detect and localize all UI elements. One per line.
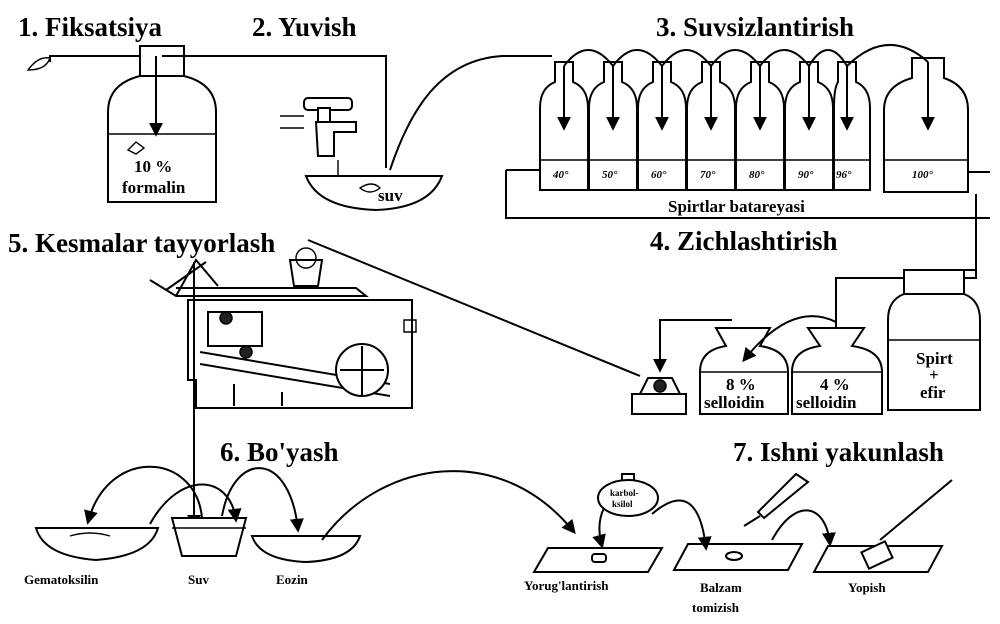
needle-icon [879,479,953,541]
step-2-title: 2. Yuvish [252,12,357,42]
flask-line-1: karbol- [610,488,639,498]
step-6-title: 6. Bo'yash [220,437,339,467]
alcohol-bottle-7: 96° [833,61,871,191]
alcohol-label-4: 70° [700,169,716,181]
alcohol-bottle-3: 60° [637,61,687,191]
jar1-name: selloidin [704,393,765,412]
alcohol-label-2: 50° [602,169,618,181]
alcohol-label-1: 40° [552,169,569,181]
pipette-icon [756,472,810,520]
gematoxylin-dish [34,527,160,562]
finish-label-3: Yopish [848,580,886,595]
jar1-percent: 8 % [726,375,756,394]
step-7-title: 7. Ishni yakunlash [733,437,944,467]
jar2-percent: 4 % [820,375,850,394]
formalin-bottle [107,45,217,203]
alcohol-label-7: 96° [836,169,852,181]
finishing-group: karbol- ksilol Yorug'lantirish Balzam to… [524,472,953,615]
dish-label-gematoksilin: Gematoksilin [24,572,99,587]
flask-line-2: ksilol [612,499,633,509]
embedding-group: Spirt + efir 8 % selloidin 4 % selloidin [631,194,981,415]
wash-bowl [304,175,444,212]
celloidin-jar-4: 4 % selloidin [791,327,883,415]
microtome-group [149,239,641,529]
finish-label-1: Yorug'lantirish [524,578,609,593]
tissue-block-icon [631,377,687,415]
fixation-liquid: formalin [122,178,186,197]
ether-bottle: Spirt + efir [887,269,981,411]
wash-bowl-label: suv [378,186,403,205]
alcohol-bottle-8: 100° [883,57,969,193]
jar2-name: selloidin [796,393,857,412]
battery-label: Spirtlar batareyasi [668,197,805,216]
water-dish [170,517,248,557]
fixation-group: 10 % formalin [26,45,387,203]
ether-line-1: Spirt [916,349,953,368]
step-4-title: 4. Zichlashtirish [650,226,838,256]
dish-label-suv: Suv [188,572,209,587]
finish-label-2a: Balzam [700,580,742,595]
celloidin-jar-8: 8 % selloidin [699,327,789,415]
alcohol-label-6: 90° [798,169,814,181]
dehydration-group: 40° 50° 60° 70° 80° [505,43,990,219]
alcohol-bottle-4: 70° [686,61,736,191]
step-5-title: 5. Kesmalar tayyorlash [8,228,275,258]
eosin-dish [250,535,362,564]
xylol-flask: karbol- ksilol [597,473,659,517]
dish-label-eozin: Eozin [276,572,309,587]
finish-label-2b: tomizish [692,600,740,615]
ether-line-2: + [929,365,939,384]
fixation-percent: 10 % [134,157,172,176]
alcohol-bottle-6: 90° [784,61,834,191]
water-tap-icon [280,97,357,178]
washing-group: suv [280,55,548,212]
alcohol-label-5: 80° [749,169,765,181]
staining-group: Gematoksilin Suv Eozin [24,465,576,587]
alcohol-label-3: 60° [651,169,667,181]
alcohol-label-8: 100° [912,169,934,181]
tissue-sample-icon [26,57,51,71]
alcohol-bottle-2: 50° [588,61,638,191]
ether-line-3: efir [920,383,946,402]
step-1-title: 1. Fiksatsiya [18,12,163,42]
step-3-title: 3. Suvsizlantirish [656,12,854,42]
alcohol-bottle-1: 40° [539,61,589,191]
alcohol-bottle-5: 80° [735,61,785,191]
